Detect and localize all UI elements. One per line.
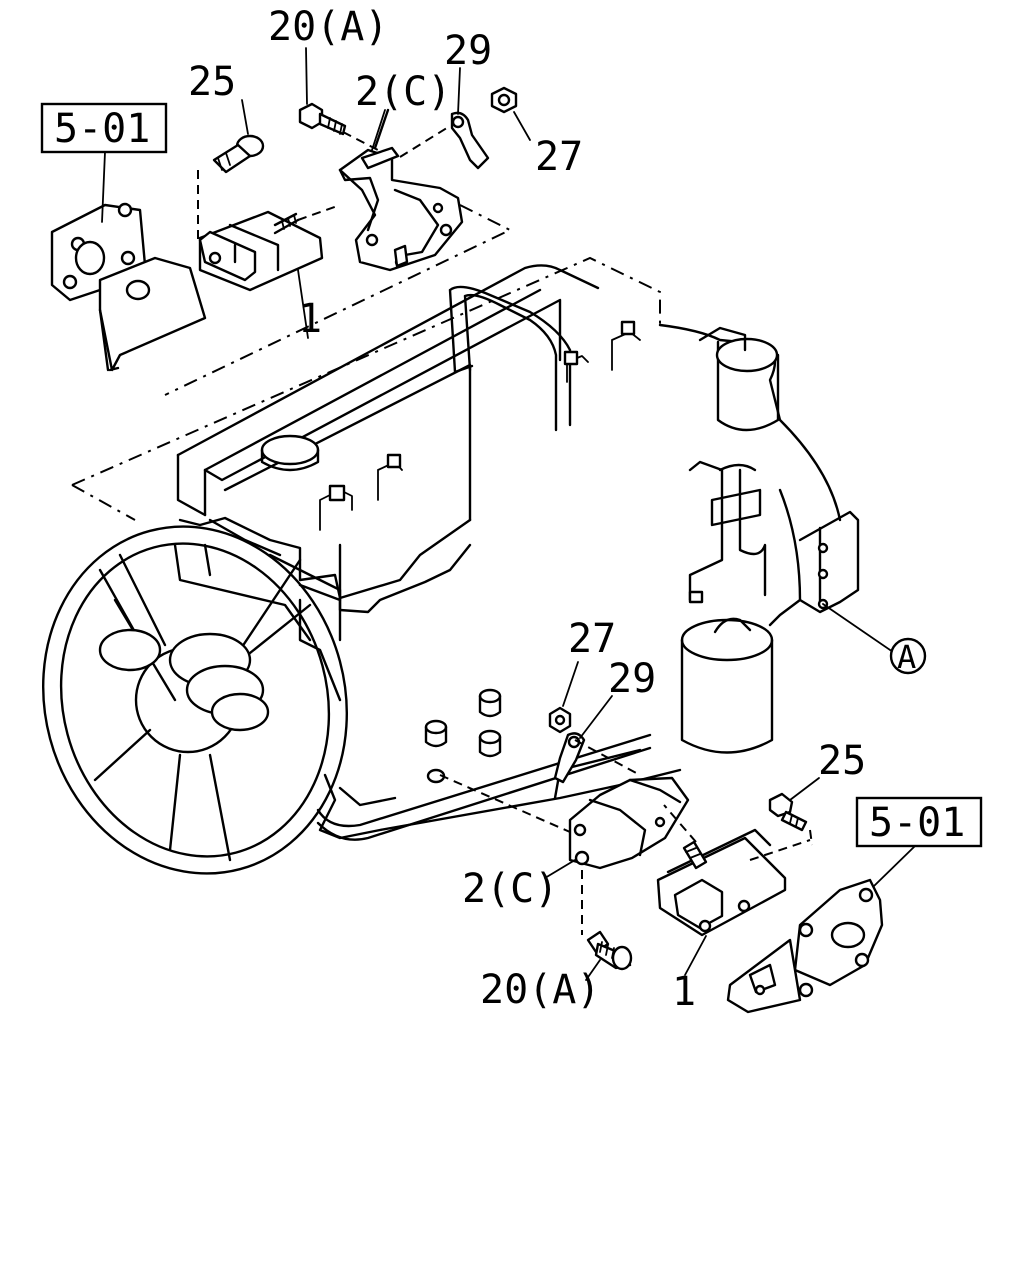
circle-ref-a-label: A — [897, 638, 916, 676]
label-bracket-2-top: 2(C) — [355, 69, 451, 115]
label-clip-29-bottom: 29 — [608, 656, 656, 702]
label-bracket-2-bottom: 2(C) — [462, 866, 558, 912]
callout-labels: 5-01 5-01 20(A) 25 2(C) 29 27 1 27 29 25… — [40, 4, 983, 1015]
label-bolt-25-bottom: 25 — [818, 738, 866, 784]
label-bolt-20-bottom: 20(A) — [480, 967, 600, 1013]
bottom-mount-assembly — [439, 706, 884, 1014]
label-bolt-25-top: 25 — [188, 59, 236, 105]
cooling-fan — [41, 525, 349, 875]
circle-ref-a — [889, 637, 927, 675]
label-mount-1-top: 1 — [298, 296, 322, 342]
label-bolt-20-top: 20(A) — [268, 4, 388, 50]
label-mount-1-bottom: 1 — [672, 969, 696, 1015]
block-bosses — [424, 688, 502, 784]
label-nut-27-bottom: 27 — [568, 616, 616, 662]
top-mount-assembly — [50, 86, 518, 396]
label-nut-27-top: 27 — [535, 134, 583, 180]
engine-assembly — [41, 256, 860, 875]
ref-box-bottom — [855, 796, 983, 848]
ref-box-top — [40, 102, 168, 154]
ref-box-bottom-label: 5-01 — [869, 800, 965, 846]
label-leaders — [101, 47, 916, 981]
label-clip-29-top: 29 — [444, 28, 492, 74]
ref-box-top-label: 5-01 — [54, 106, 150, 152]
